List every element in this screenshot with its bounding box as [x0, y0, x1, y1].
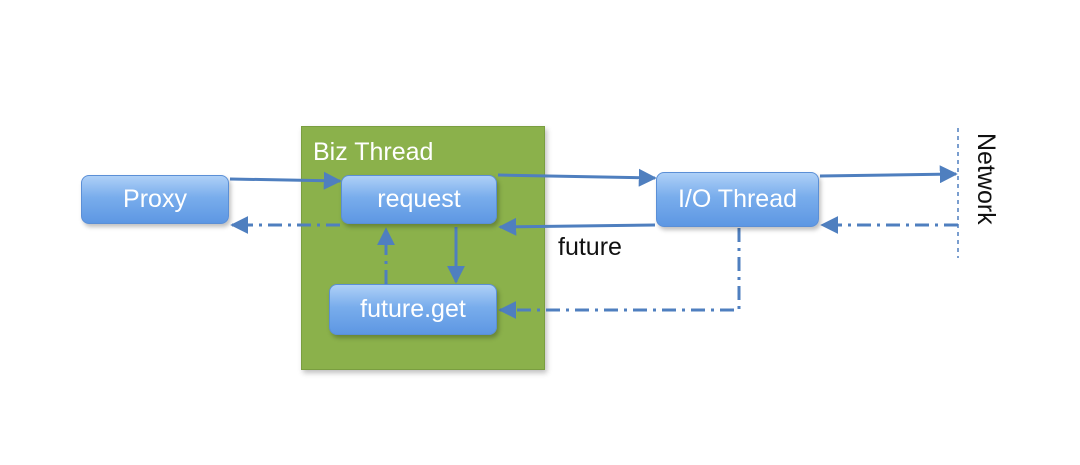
request-node: request: [341, 175, 497, 224]
biz-thread-label: Biz Thread: [313, 138, 434, 166]
arrow-io-thread-to-network: [819, 165, 958, 184]
proxy-node: Proxy: [81, 175, 229, 224]
future-label: future: [558, 233, 622, 261]
io-thread-node: I/O Thread: [656, 172, 819, 227]
future-get-node: future.get: [329, 284, 497, 335]
arrow-io-thread-to-future-get: [498, 228, 741, 319]
arrow-proxy-to-request: [229, 171, 342, 190]
network-label: Network: [972, 133, 1000, 225]
arrow-io-thread-to-request-future: [498, 217, 656, 236]
arrow-request-to-io-thread: [497, 168, 657, 187]
